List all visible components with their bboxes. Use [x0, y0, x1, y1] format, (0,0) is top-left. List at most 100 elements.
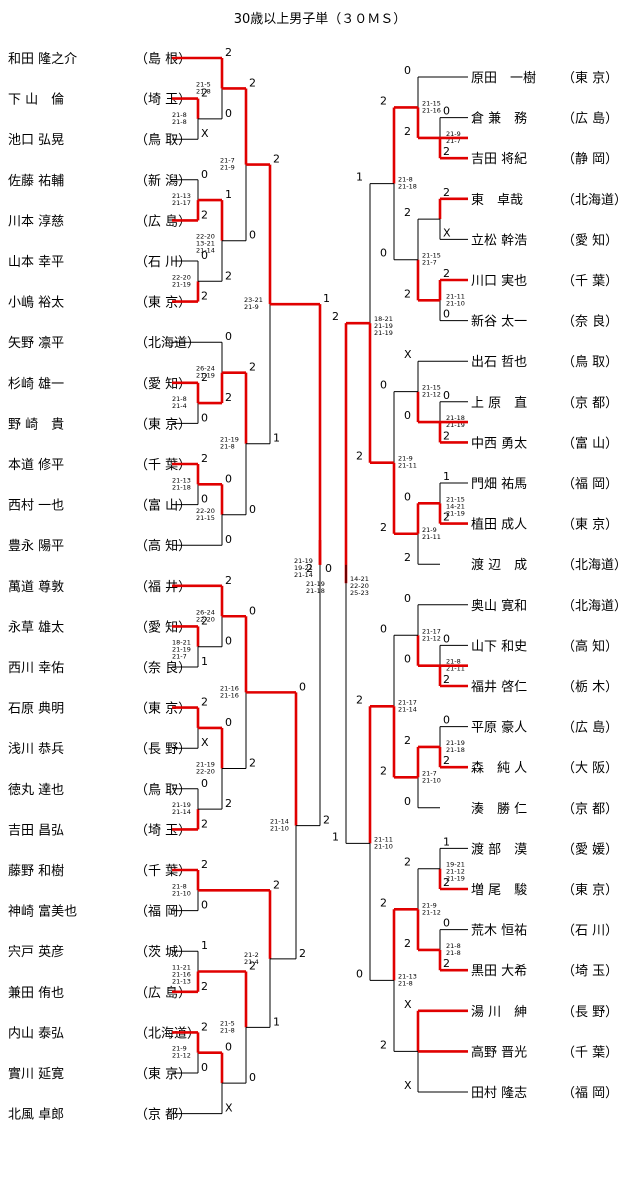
- match-score: 1: [323, 292, 330, 305]
- set-score: 22-20: [350, 582, 369, 590]
- player-name: 野 崎 貴: [8, 417, 64, 432]
- player-prefecture: （高 知）: [562, 638, 618, 654]
- player-name: 石原 典明: [8, 702, 64, 717]
- player-name: 上 原 直: [471, 396, 527, 411]
- set-score: 21-9: [244, 303, 259, 311]
- match-score: X: [225, 1102, 233, 1115]
- player-prefecture: （埼 玉）: [562, 964, 618, 979]
- match-score: 2: [273, 153, 280, 166]
- match-score: 2: [201, 371, 208, 384]
- match-score: 0: [201, 168, 208, 181]
- match-score: 2: [443, 957, 450, 970]
- player-name: 門畑 祐馬: [471, 477, 527, 492]
- player-name: 實川 延寛: [8, 1066, 64, 1082]
- player-name: 倉 兼 務: [471, 112, 527, 127]
- player-name: 東 卓哉: [471, 192, 523, 208]
- player-name: 福井 啓仁: [471, 680, 527, 695]
- player-name: 小嶋 裕太: [8, 296, 64, 311]
- player-prefecture: （福 岡）: [135, 905, 191, 920]
- set-score: 21-13: [398, 972, 417, 980]
- match-score: 2: [443, 267, 450, 280]
- set-score: 21-8: [398, 176, 413, 184]
- set-score: 26-24: [196, 365, 215, 373]
- player-name: 平原 豪人: [471, 720, 527, 736]
- match-score: 2: [201, 1020, 208, 1033]
- player-prefecture: （北海道）: [562, 193, 627, 208]
- player-prefecture: （新 潟）: [135, 173, 191, 189]
- match-score: 2: [404, 551, 411, 564]
- player-name: 徳丸 達也: [8, 783, 64, 798]
- player-prefecture: （福 井）: [135, 580, 191, 595]
- match-score: 0: [225, 107, 232, 120]
- set-score: 21-15: [196, 514, 215, 522]
- player-prefecture: （茨 城）: [135, 945, 191, 960]
- match-score: 0: [404, 592, 411, 605]
- set-score: 21-8: [172, 111, 187, 119]
- match-score: 0: [443, 714, 450, 727]
- match-score: 2: [225, 46, 232, 59]
- set-score: 21-10: [446, 299, 465, 307]
- player-prefecture: （石 川）: [562, 924, 618, 939]
- player-prefecture: （鳥 取）: [135, 783, 191, 798]
- set-score: 18-21: [172, 639, 191, 647]
- player-name: 吉田 将紀: [471, 152, 527, 167]
- match-score: 0: [225, 330, 232, 343]
- set-score: 21-19: [374, 329, 393, 337]
- match-score: X: [201, 736, 209, 749]
- match-score: 0: [325, 562, 332, 575]
- match-score: 1: [201, 939, 208, 952]
- player-name: 出石 哲也: [471, 355, 527, 370]
- player-name: 矢野 凛平: [8, 335, 64, 351]
- set-score: 21-15: [422, 252, 441, 260]
- player-prefecture: （東 京）: [562, 882, 618, 898]
- player-prefecture: （千 葉）: [562, 274, 618, 289]
- set-score: 21-18: [446, 414, 465, 422]
- set-score: 21-8: [220, 1026, 235, 1034]
- match-score: 2: [380, 94, 387, 107]
- player-prefecture: （東 京）: [562, 70, 618, 86]
- set-score: 21-8: [172, 395, 187, 403]
- player-prefecture: （北海道）: [562, 558, 627, 573]
- set-score: 21-11: [374, 835, 393, 843]
- player-prefecture: （千 葉）: [562, 1045, 618, 1060]
- player-name: 西村 一也: [8, 499, 64, 514]
- player-name: 黒田 大希: [471, 964, 527, 979]
- match-score: 0: [225, 1041, 232, 1054]
- match-score: 1: [332, 830, 339, 843]
- set-score: 21-10: [270, 825, 289, 833]
- set-score: 21-12: [422, 391, 441, 399]
- set-score: 22-20: [196, 233, 215, 241]
- set-score: 21-8: [398, 979, 413, 987]
- player-prefecture: （鳥 取）: [135, 133, 191, 148]
- match-score: 2: [249, 76, 256, 89]
- match-score: 2: [225, 797, 232, 810]
- match-score: 0: [404, 409, 411, 422]
- player-name: 藤野 和樹: [8, 864, 64, 879]
- match-score: 0: [443, 917, 450, 930]
- player-name: 池口 弘晃: [8, 133, 64, 148]
- set-score: 21-11: [446, 665, 465, 673]
- match-score: 2: [299, 947, 306, 960]
- match-score: 2: [225, 574, 232, 587]
- match-score: 2: [356, 693, 363, 706]
- player-name: 山下 和史: [471, 639, 527, 654]
- player-prefecture: （東 京）: [135, 295, 191, 311]
- player-prefecture: （東 京）: [135, 416, 191, 432]
- set-score: 21-19: [446, 421, 465, 429]
- match-score: 2: [201, 696, 208, 709]
- set-score: 21-4: [172, 402, 187, 410]
- tournament-title: 30歳以上男子単（３０ＭＳ）: [233, 12, 407, 27]
- player-prefecture: （京 都）: [135, 1108, 191, 1123]
- match-score: X: [404, 998, 412, 1011]
- player-prefecture: （高 知）: [135, 538, 191, 554]
- match-score: 2: [249, 757, 256, 770]
- match-score: 1: [356, 171, 363, 184]
- set-score: 21-7: [220, 157, 235, 165]
- player-prefecture: （愛 知）: [135, 619, 191, 635]
- set-score: 21-7: [172, 653, 187, 661]
- set-score: 22-20: [196, 615, 215, 623]
- set-score: 21-2: [244, 951, 259, 959]
- set-score: 21-8: [196, 87, 211, 95]
- match-score: 2: [443, 429, 450, 442]
